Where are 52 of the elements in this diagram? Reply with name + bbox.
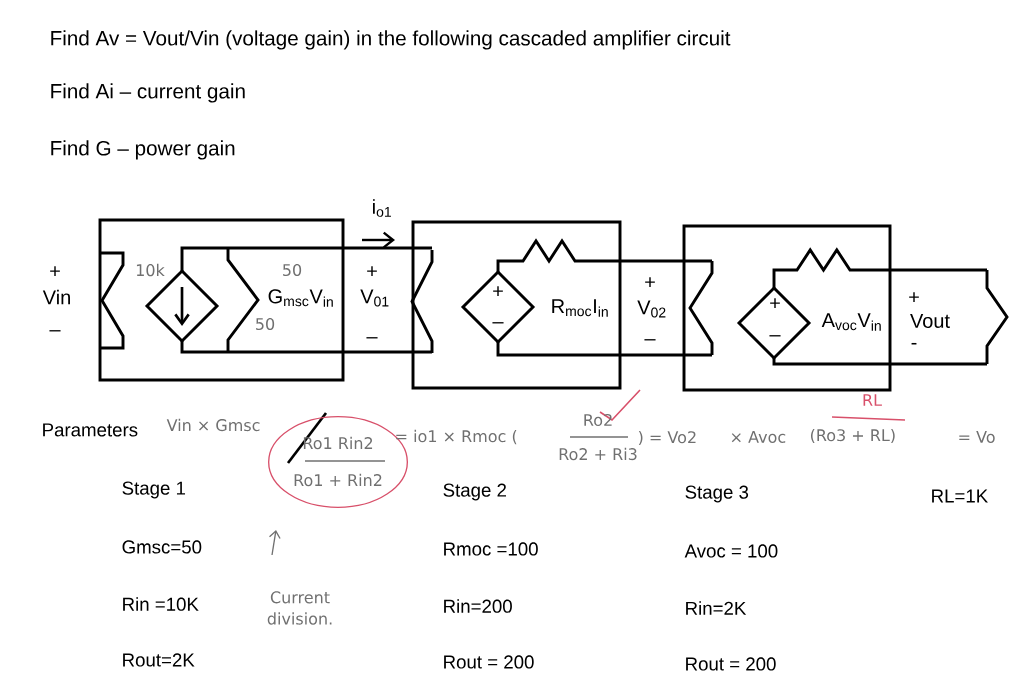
source-label: G$_{msc}$V$_{in}$ [268,289,333,307]
source-label: A$_{voc}$V$_{in}$ [821,313,881,331]
handwritten-note: × Avoc [731,431,786,443]
terminal-sign: + [367,266,377,276]
stage-heading: Stage 1 [122,481,186,499]
handwritten-note: 50 [283,263,302,277]
handwritten-note: (Ro3 + RL) [811,428,895,444]
terminal-sign: + [50,266,60,276]
handwritten-note: Ro1 + Rin2 [294,473,382,487]
handwritten-note: Ro2 + Ri3 [559,447,637,461]
terminal-sign: - [911,342,917,345]
terminal-sign: + [909,292,919,302]
question-text: Find Ai – current gain [51,83,245,103]
parameter-text: Rout=2K [123,653,195,667]
voltage-label: Vout [910,314,950,328]
question-text: Find G – power gain [51,140,235,160]
current-label: i$_{o1}$ [373,199,391,217]
handwritten-note: ) = Vo2 [638,430,696,446]
voltage-label: Vin [42,289,70,305]
parameter-text: Rin=200 [444,599,512,613]
parameter-text: Rout = 200 [444,655,534,669]
parameter-text: Rout = 200 [686,657,776,671]
terminal-sign: – [644,339,656,341]
parameter-text: Rin=2K [686,601,747,615]
polarity-sign: + [493,286,503,296]
source-label: R$_{moc}$I$_{in}$ [552,299,608,317]
handwritten-note: = Vo [959,431,995,443]
handwritten-note: Current division. [267,591,332,625]
stage-heading: Stage 2 [443,483,506,501]
polarity-sign: + [770,298,780,308]
terminal-sign: – [49,330,61,332]
parameter-text: RL=1K [932,489,988,503]
handwritten-note: = io1 × Rmoc ( [396,429,517,445]
polarity-sign: – [769,335,781,337]
parameter-text: Gmsc=50 [122,540,202,554]
handwritten-note: Ro1 Rin2 [303,436,373,450]
parameter-text: Rmoc =100 [444,542,538,556]
terminal-sign: + [645,277,655,287]
handwritten-note: RL [863,394,882,406]
question-text: Find Av = Vout/Vin (voltage gain) in the following cascaded amplifier circuit [51,30,731,50]
handwritten-note: Ro2 [584,413,612,427]
voltage-label: V$_{01}$ [360,289,389,307]
parameters-heading: Parameters [43,423,138,437]
stage-heading: Stage 3 [685,485,749,503]
handwritten-note: 50 [256,317,275,331]
polarity-sign: – [492,322,504,324]
parameter-text: Avoc = 100 [684,544,778,558]
terminal-sign: – [366,337,378,339]
handwritten-note: Vin × Gmsc [166,418,260,432]
parameter-text: Rin =10K [123,597,199,611]
voltage-label: V$_{02}$ [637,300,666,318]
handwritten-note: 10k [136,263,165,277]
